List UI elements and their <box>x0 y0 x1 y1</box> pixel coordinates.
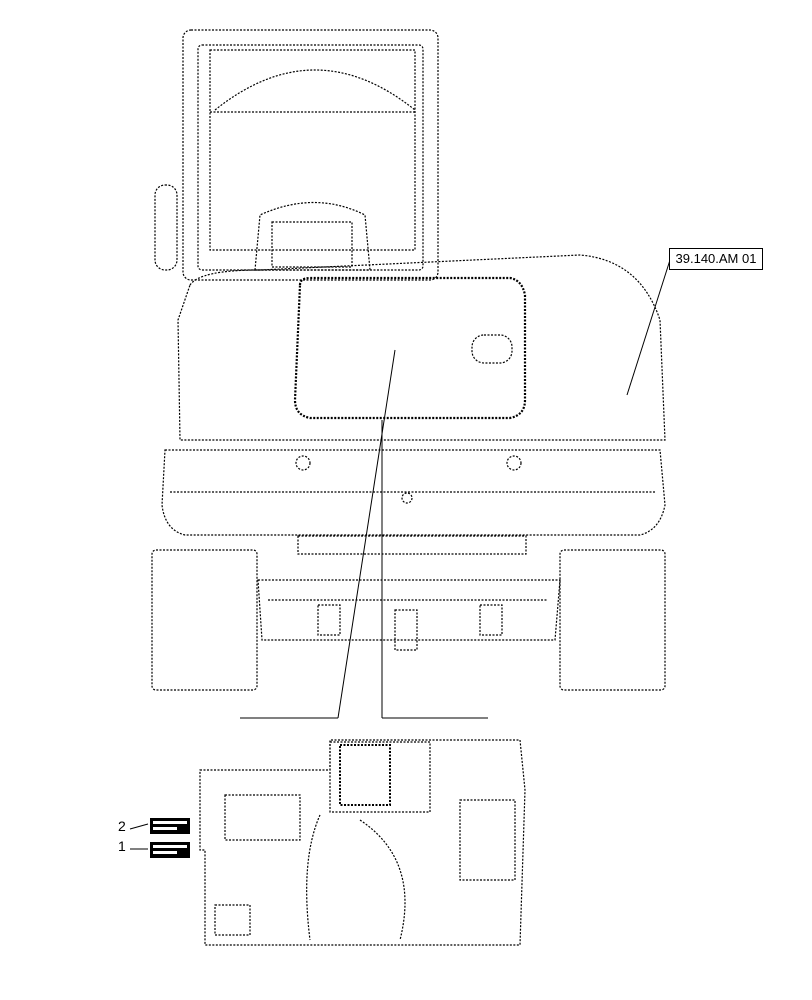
seat-back <box>254 202 371 271</box>
left-track <box>151 549 258 691</box>
counterweight <box>161 449 666 536</box>
engine-hood <box>177 254 666 441</box>
grab-handle <box>154 184 178 271</box>
engine-detail <box>199 739 526 946</box>
right-track <box>559 549 666 691</box>
undercarriage <box>257 579 561 641</box>
engine-cover <box>293 276 527 420</box>
callout-number: 1 <box>118 838 126 854</box>
decal-2 <box>150 818 190 834</box>
callout-number: 2 <box>118 818 126 834</box>
cover-latch <box>471 334 513 364</box>
cab-frame <box>182 29 439 281</box>
decal-1 <box>150 842 190 858</box>
reference-leader <box>626 259 671 396</box>
reference-box: 39.140.AM 01 <box>669 248 763 270</box>
